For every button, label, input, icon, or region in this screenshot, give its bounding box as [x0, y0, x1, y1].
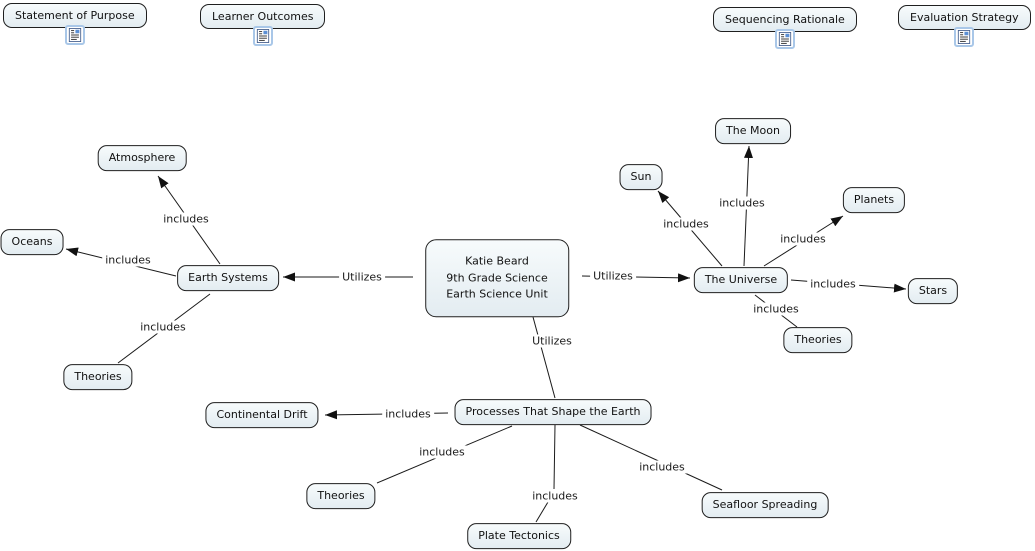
linking-phrase-includes[interactable]: includes [416, 445, 468, 459]
concept-the-universe[interactable]: The Universe [693, 267, 789, 293]
linking-phrase-includes[interactable]: includes [716, 196, 768, 210]
linking-phrase-includes[interactable]: includes [102, 253, 154, 267]
connector-line [553, 424, 556, 490]
resource-node-sequencing-rationale[interactable]: Sequencing Rationale [713, 7, 857, 49]
concept-atmosphere[interactable]: Atmosphere [97, 145, 187, 171]
linking-phrase-includes[interactable]: includes [137, 320, 189, 334]
concept-planets[interactable]: Planets [842, 187, 906, 213]
concept-processes-that-shape-the-earth[interactable]: Processes That Shape the Earth [454, 399, 652, 425]
concept-theories-earth-systems[interactable]: Theories [63, 364, 133, 390]
linking-phrase-includes[interactable]: includes [160, 212, 212, 226]
linking-phrase-utilizes[interactable]: Utilizes [529, 334, 575, 348]
linking-phrase-includes[interactable]: includes [777, 232, 829, 246]
document-resource-icon[interactable] [774, 29, 795, 49]
linking-phrase-utilizes[interactable]: Utilizes [590, 269, 636, 283]
connector-line [579, 424, 723, 491]
connector-line [535, 501, 549, 523]
resource-label[interactable]: Evaluation Strategy [898, 5, 1031, 30]
linking-phrase-includes[interactable]: includes [382, 407, 434, 421]
concept-sun[interactable]: Sun [619, 164, 663, 190]
linking-phrase-includes[interactable]: includes [636, 460, 688, 474]
document-icon [256, 29, 269, 43]
document-icon [778, 32, 792, 46]
resource-node-learner-outcomes[interactable]: Learner Outcomes [200, 4, 326, 46]
resource-label[interactable]: Statement of Purpose [3, 3, 147, 28]
linking-phrase-includes[interactable]: includes [807, 277, 859, 291]
concept-earth-systems[interactable]: Earth Systems [177, 265, 279, 291]
resource-node-evaluation-strategy[interactable]: Evaluation Strategy [898, 5, 1031, 47]
linking-phrase-includes[interactable]: includes [750, 302, 802, 316]
connector-line [532, 316, 556, 399]
concept-stars[interactable]: Stars [907, 278, 959, 304]
resource-label[interactable]: Sequencing Rationale [713, 7, 857, 32]
linking-phrase-utilizes[interactable]: Utilizes [339, 270, 385, 284]
linking-phrase-includes[interactable]: includes [529, 489, 581, 503]
document-icon [68, 28, 81, 42]
resource-node-statement-of-purpose[interactable]: Statement of Purpose [3, 3, 147, 45]
concept-the-moon[interactable]: The Moon [715, 118, 791, 144]
concept-seafloor-spreading[interactable]: Seafloor Spreading [701, 492, 829, 518]
concept-oceans[interactable]: Oceans [0, 229, 64, 255]
concept-plate-tectonics[interactable]: Plate Tectonics [467, 523, 571, 549]
linking-phrase-includes[interactable]: includes [660, 217, 712, 231]
document-resource-icon[interactable] [64, 25, 85, 45]
concept-root-katie-beard[interactable]: Katie Beard 9th Grade Science Earth Scie… [425, 239, 569, 317]
concept-continental-drift[interactable]: Continental Drift [205, 402, 319, 428]
document-resource-icon[interactable] [954, 27, 975, 47]
document-resource-icon[interactable] [252, 26, 273, 46]
concept-theories-the-universe[interactable]: Theories [783, 327, 853, 353]
concept-theories-processes[interactable]: Theories [306, 483, 376, 509]
document-icon [958, 30, 971, 44]
